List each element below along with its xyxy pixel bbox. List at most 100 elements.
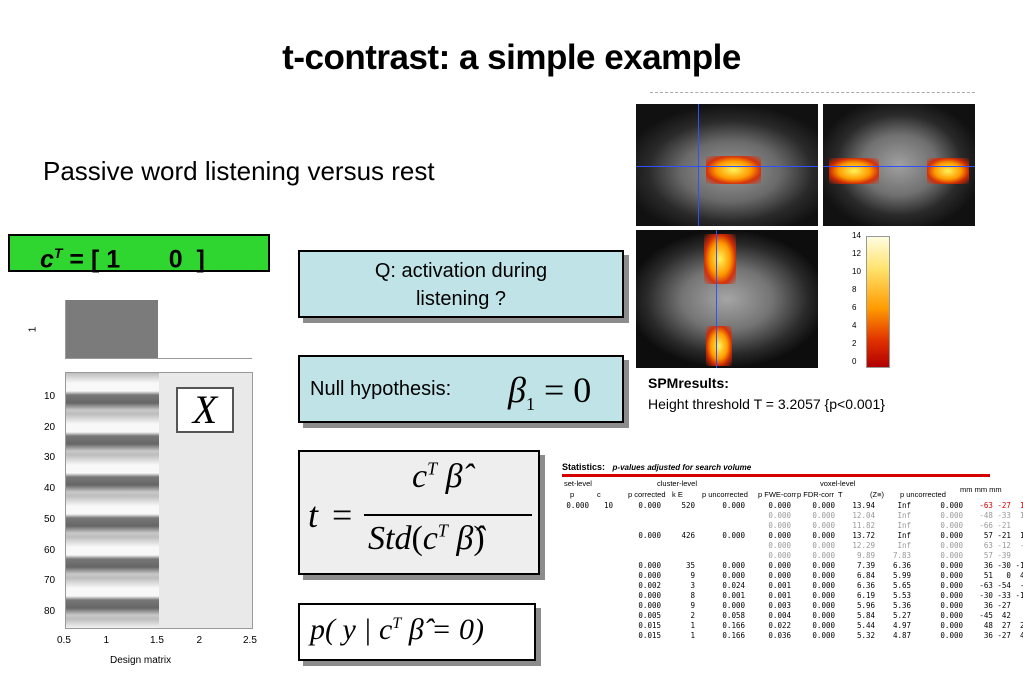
table-cell: 2 — [690, 611, 695, 620]
brain-coronal-image — [823, 104, 975, 226]
den-beta: β̂ — [456, 520, 474, 557]
table-cell: 0.000 — [940, 581, 963, 590]
table-cell: -45 42 9 — [979, 611, 1011, 620]
table-cell: 12.29 — [852, 541, 875, 550]
beta-sub: 1 — [525, 394, 535, 415]
table-cell: 9.89 — [856, 551, 875, 560]
table-cell: 6.36 — [892, 561, 911, 570]
table-cell: 0.001 — [768, 591, 791, 600]
table-cell: 9 — [690, 601, 695, 610]
table-cell: 0.000 — [812, 571, 835, 580]
table-cell: 0.000 — [722, 531, 745, 540]
table-cell: 13.72 — [852, 531, 875, 540]
table-cell: 63 -12 -3 — [983, 541, 1023, 550]
table-cell: -48 -33 12 — [979, 511, 1023, 520]
contrast-values: = [ 1 0 ] — [62, 245, 205, 274]
table-cell — [562, 621, 592, 631]
table-cell — [562, 551, 592, 561]
colorbar-tick: 2 — [852, 339, 857, 348]
table-cell: Inf — [897, 541, 911, 550]
den-open: ( — [411, 520, 423, 557]
table-cell: 0.000 — [722, 501, 745, 510]
table-cell: 0.005 — [638, 611, 661, 620]
p-value-box: p( y | cT β̂ = 0) — [298, 603, 536, 661]
den-close: ) — [473, 520, 485, 557]
col-fwe: p FWE-corr — [758, 490, 797, 499]
table-cell — [592, 591, 616, 601]
colorbar-tick: 6 — [852, 303, 857, 312]
group-set: set-level — [564, 479, 592, 488]
table-cell: 0.000 — [638, 591, 661, 600]
colorbar-tick: 8 — [852, 285, 857, 294]
table-cell — [592, 621, 616, 631]
table-cell: 0.000 — [940, 561, 963, 570]
stats-label: Statistics: — [562, 462, 606, 472]
table-cell: 5.32 — [856, 631, 875, 640]
question-box: Q: activation during listening ? — [298, 250, 624, 318]
table-cell: 0.000 — [768, 571, 791, 580]
table-cell: 0.000 — [812, 531, 835, 540]
p-sup: T — [392, 615, 402, 632]
table-cell: 0.000 — [722, 601, 745, 610]
t-numerator: cT β̂ — [412, 458, 463, 496]
table-cell — [562, 541, 592, 551]
table-cell: 0.000 — [812, 521, 835, 530]
t-equals: = — [332, 495, 353, 535]
table-cell — [698, 541, 748, 551]
colorbar-tick: 14 — [852, 231, 861, 240]
table-cell: 0.015 — [638, 631, 661, 640]
table-cell: 36 -27 9 — [983, 601, 1011, 610]
y-tick: 70 — [44, 575, 56, 587]
stats-header: Statistics: p-values adjusted for search… — [562, 462, 1010, 472]
height-threshold-text: Height threshold T = 3.2057 {p<0.001} — [648, 396, 885, 412]
table-cell: 0.000 — [812, 561, 835, 570]
table-cell — [592, 541, 616, 551]
contrast-vector-box: cT = [ 1 0 ] — [8, 234, 270, 274]
table-cell — [562, 591, 592, 601]
stats-red-rule — [562, 474, 990, 477]
table-cell — [592, 571, 616, 581]
table-cell: 6.84 — [856, 571, 875, 580]
table-cell — [592, 581, 616, 591]
table-cell: 13.94 — [852, 501, 875, 510]
table-cell: 57 -21 12 — [983, 531, 1023, 540]
table-cell — [616, 521, 664, 531]
table-cell: 51 0 48 — [983, 571, 1023, 580]
table-cell: 520 — [681, 501, 695, 510]
table-cell — [562, 631, 592, 641]
col-p-corrected: p corrected — [628, 490, 666, 499]
den-std: Std — [368, 520, 412, 557]
table-cell: Inf — [897, 511, 911, 520]
table-cell — [698, 511, 748, 521]
table-cell: 0.000 — [812, 591, 835, 600]
x-tick: 0.5 — [57, 635, 71, 646]
table-cell: 36 -27 42 — [983, 631, 1023, 640]
table-cell: 11.82 — [852, 521, 875, 530]
num-sup: T — [427, 458, 438, 479]
table-cell: 5.65 — [892, 581, 911, 590]
table-cell — [664, 551, 698, 561]
statistics-table: Statistics: p-values adjusted for search… — [562, 462, 1023, 640]
table-cell — [616, 511, 664, 521]
col-p-unc-voxel: p uncorrected — [900, 490, 946, 499]
table-cell: 0.000 — [768, 561, 791, 570]
table-cell: 3 — [690, 581, 695, 590]
table-cell — [562, 611, 592, 621]
slide-subtitle: Passive word listening versus rest — [43, 156, 435, 186]
table-cell: 1 — [690, 621, 695, 630]
col-z: (Z≡) — [870, 490, 884, 499]
table-cell: 0.000 — [812, 511, 835, 520]
table-cell — [616, 551, 664, 561]
table-cell: 0.000 — [768, 551, 791, 560]
table-cell: 5.27 — [892, 611, 911, 620]
t-symbol: t — [308, 495, 319, 535]
table-cell: 0.000 — [722, 561, 745, 570]
